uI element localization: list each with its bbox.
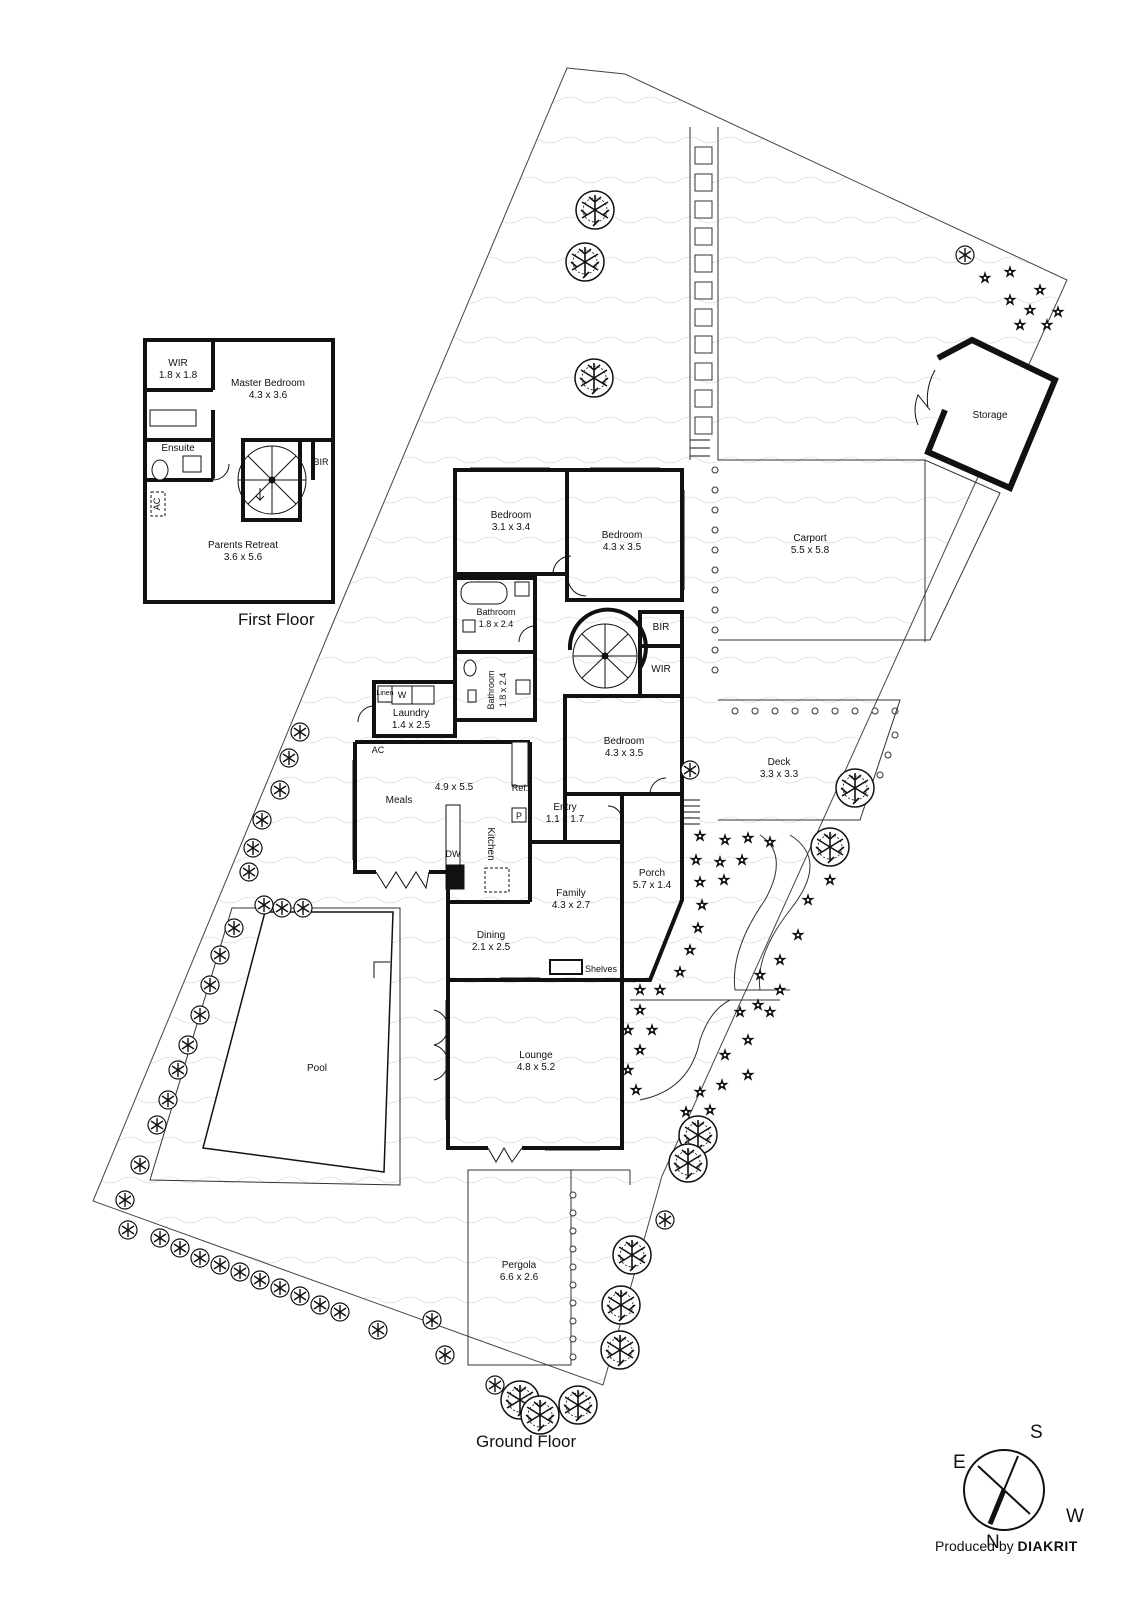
carport-outline <box>718 459 1001 642</box>
fixture-ref: Ref. <box>511 783 529 793</box>
entry-steps <box>682 439 710 825</box>
room-label-ensuite: Ensuite <box>161 443 195 454</box>
pool-outline <box>149 907 401 1186</box>
credit-prefix: Produced by <box>935 1538 1014 1554</box>
room-label-kitchen: Kitchen <box>485 827 496 861</box>
fixture-dishwasher: DW <box>445 849 461 859</box>
room-label-pool: Pool <box>306 1063 328 1074</box>
fixture-ac-ground: AC <box>371 745 385 755</box>
fixture-pantry: P <box>515 811 523 821</box>
room-label-storage: Storage <box>972 410 1008 421</box>
compass-south: S <box>1030 1422 1043 1443</box>
garden-path <box>630 834 811 1101</box>
first-floor-fixtures <box>149 409 230 517</box>
room-label-wir: WIR <box>651 664 671 675</box>
deck-outline <box>718 699 901 821</box>
compass-east: E <box>953 1452 966 1473</box>
kitchen-fixtures <box>377 685 583 975</box>
first-floor-staircase <box>237 445 307 515</box>
compass-north: N <box>986 1532 1000 1553</box>
room-label-meals: Meals <box>385 795 413 806</box>
compass-west: W <box>1066 1506 1084 1527</box>
fixture-washer: W <box>397 690 407 700</box>
driveway-pavers <box>689 127 719 460</box>
fixture-linen: Linen <box>376 690 394 697</box>
fixture-shelves: Shelves <box>584 964 618 974</box>
bath-fixtures <box>460 581 531 703</box>
first-floor-title: First Floor <box>238 610 315 629</box>
pergola-posts <box>569 1191 577 1361</box>
first-floor-walls <box>143 338 335 604</box>
storage-shed <box>914 336 1059 492</box>
credit-brand: DIAKRIT <box>1017 1538 1078 1554</box>
fixture-ac-first: AC <box>152 497 162 511</box>
ground-floor-title: Ground Floor <box>476 1432 577 1451</box>
compass-rose <box>963 1449 1045 1531</box>
room-label-bir: BIR <box>652 622 670 633</box>
room-label-first-bir: BIR <box>313 457 329 467</box>
producer-credit: Produced by DIAKRIT <box>935 1538 1078 1554</box>
spiral-staircase-ground <box>567 607 648 689</box>
carport-posts <box>711 466 899 779</box>
room-label-kitchen-dims: 4.9 x 5.5 <box>434 782 474 793</box>
